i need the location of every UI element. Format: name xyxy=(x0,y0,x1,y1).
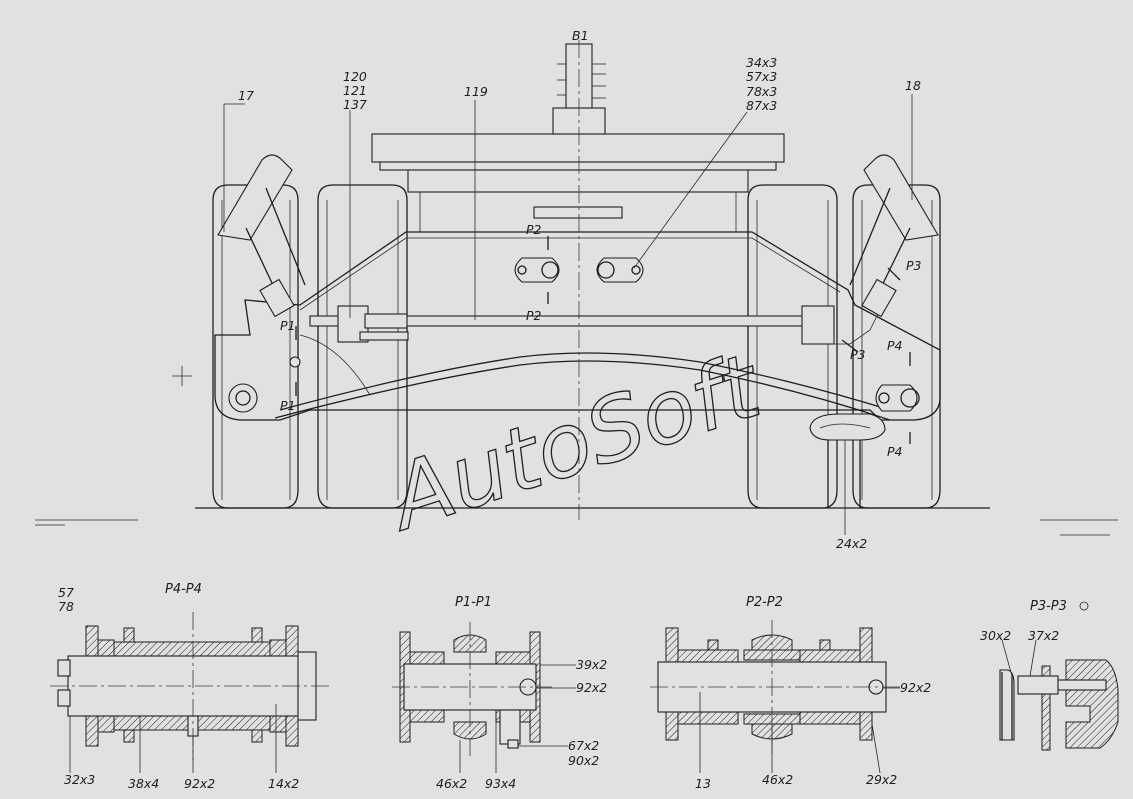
label-119: 119 xyxy=(464,84,488,99)
label-b1: B1 xyxy=(572,28,589,43)
wheels xyxy=(212,184,941,509)
frame xyxy=(214,154,941,508)
label-29x2: 29x2 xyxy=(866,772,897,787)
label-38x4: 38x4 xyxy=(128,776,159,791)
label-13: 13 xyxy=(695,776,711,791)
section-p1: P1-P1 39x2 92x2 67x2 90x2 46x2 93x4 xyxy=(392,595,607,791)
label-92x2: 92x2 xyxy=(900,680,931,695)
section-p4-title: P4-P4 xyxy=(165,582,202,597)
section-p4: P4-P4 57 78 32x3 38x4 92x2 14x2 xyxy=(50,582,330,791)
label-32x3: 32x3 xyxy=(64,772,95,787)
section-marks xyxy=(295,236,911,444)
label-14x2: 14x2 xyxy=(268,776,299,791)
section-mark-p2-bottom: P2 xyxy=(526,308,542,323)
label-46x2: 46x2 xyxy=(436,776,467,791)
label-67x2: 67x2 xyxy=(568,738,599,753)
label-34x3: 34x3 xyxy=(746,55,777,70)
view-rotation-icon xyxy=(1079,601,1089,611)
section-mark-p3-top: P3 xyxy=(906,258,922,273)
main-view: B1 17 18 119 120 121 137 34x3 57x3 78x3 … xyxy=(35,28,1118,551)
label-92x2: 92x2 xyxy=(576,680,607,695)
section-p3-title: P3-P3 xyxy=(1030,599,1067,614)
label-57: 57 xyxy=(58,585,74,600)
label-120: 120 xyxy=(343,69,367,84)
section-p2-title: P2-P2 xyxy=(746,595,783,610)
label-46x2: 46x2 xyxy=(762,772,793,787)
label-30x2: 30x2 xyxy=(980,628,1011,643)
label-37x2: 37x2 xyxy=(1028,628,1059,643)
label-78: 78 xyxy=(58,599,74,614)
label-137: 137 xyxy=(343,97,367,112)
label-93x4: 93x4 xyxy=(485,776,516,791)
section-mark-p1-bottom: P1 xyxy=(280,398,296,413)
label-18: 18 xyxy=(905,78,921,93)
watermark: AutoSoft xyxy=(374,333,775,551)
label-39x2: 39x2 xyxy=(576,657,607,672)
label-87x3: 87x3 xyxy=(746,98,777,113)
label-92x2: 92x2 xyxy=(184,776,215,791)
section-mark-p4-top: P4 xyxy=(887,338,903,353)
label-78x3: 78x3 xyxy=(746,84,777,99)
section-mark-p3-bottom: P3 xyxy=(850,347,866,362)
leaders xyxy=(223,94,913,535)
section-p3: P3-P3 30x2 37x2 xyxy=(980,599,1119,751)
top-plate xyxy=(371,43,785,232)
label-90x2: 90x2 xyxy=(568,753,599,768)
section-mark-p2-top: P2 xyxy=(526,222,542,237)
label-24x2: 24x2 xyxy=(836,536,867,551)
section-mark-p4-bottom: P4 xyxy=(887,444,903,459)
section-p1-title: P1-P1 xyxy=(455,595,492,610)
label-17: 17 xyxy=(238,88,254,103)
label-57x3: 57x3 xyxy=(746,69,777,84)
label-121: 121 xyxy=(343,83,367,98)
section-mark-p1-top: P1 xyxy=(280,318,296,333)
section-p2: P2-P2 92x2 13 46x2 29x2 xyxy=(650,595,931,791)
